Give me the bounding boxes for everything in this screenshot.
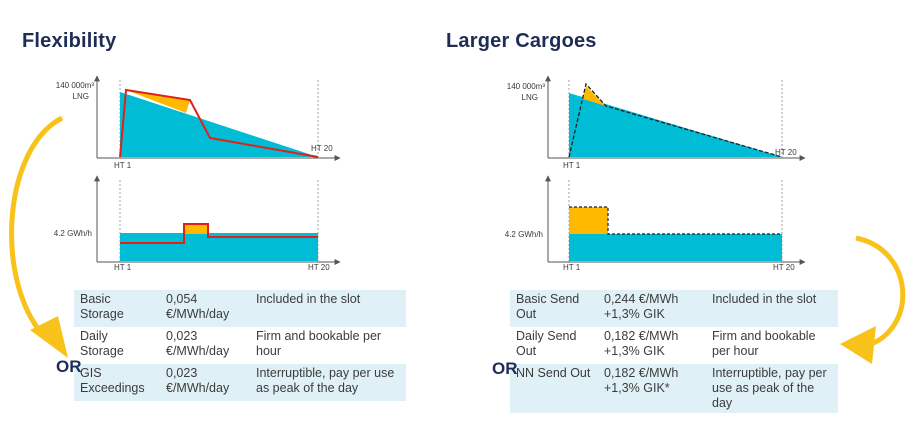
- note-cell: Interruptible, pay per use as peak of th…: [706, 364, 838, 413]
- x-start-label: HT 1: [114, 263, 132, 272]
- table-row: Basic Send Out 0,244 €/MWh +1,3% GIK Inc…: [510, 290, 838, 327]
- curved-arrow-left: [9, 115, 64, 342]
- volume-area: [120, 92, 318, 157]
- extra-volume-area: [583, 86, 606, 106]
- x-end-label: HT 20: [775, 148, 797, 157]
- x-end-label: HT 20: [311, 144, 333, 153]
- product-cell: GIS Exceedings: [74, 364, 160, 401]
- or-label-right: OR: [492, 359, 518, 378]
- curved-arrow-left-head: [30, 316, 68, 358]
- product-cell: Basic Send Out: [510, 290, 598, 327]
- tariff-table-larger-cargoes: Basic Send Out 0,244 €/MWh +1,3% GIK Inc…: [510, 290, 838, 413]
- product-cell: Basic Storage: [74, 290, 160, 327]
- larger-cargo-rate-line: [569, 206, 782, 235]
- x-end-label: HT 20: [773, 263, 795, 272]
- actual-volume-line: [119, 88, 319, 158]
- volume-unit: LNG: [73, 92, 89, 101]
- peak-rate-area: [569, 207, 608, 234]
- volume-area: [569, 93, 782, 157]
- note-cell: Firm and bookable per hour: [712, 329, 816, 358]
- note-cell: Interruptible, pay per use as peak of th…: [250, 364, 406, 401]
- table-row: Daily Send Out 0,182 €/MWh +1,3% GIK Fir…: [510, 327, 838, 364]
- volume-unit: LNG: [522, 93, 538, 102]
- curved-arrow-right-head: [840, 326, 876, 364]
- volume-label: 140 000m³: [56, 81, 95, 90]
- base-rate-area: [569, 234, 782, 261]
- actual-rate-line: [120, 223, 318, 244]
- note-cell: Firm and bookable per hour: [256, 329, 382, 358]
- x-start-label: HT 1: [114, 161, 132, 170]
- product-cell: Daily Send Out: [516, 329, 577, 358]
- panel-title-larger-cargoes: Larger Cargoes: [446, 30, 597, 52]
- price-cell: 0,054 €/MWh/day: [160, 290, 250, 327]
- x-start-label: HT 1: [563, 263, 581, 272]
- x-start-label: HT 1: [563, 161, 581, 170]
- panel-title-flexibility: Flexibility: [22, 30, 117, 52]
- table-row: Daily Storage 0,023 €/MWh/day Firm and b…: [74, 327, 406, 364]
- table-row: GIS Exceedings 0,023 €/MWh/day Interrupt…: [74, 364, 406, 401]
- note-cell: Included in the slot: [706, 290, 838, 327]
- price-cell: 0,023 €/MWh/day: [160, 364, 250, 401]
- volume-label: 140 000m³: [507, 82, 546, 91]
- product-cell: NN Send Out: [510, 364, 598, 413]
- peak-rate-area: [184, 224, 208, 234]
- volume-chart-larger-cargoes: 140 000m³ LNG HT 1 HT 20: [507, 75, 806, 170]
- price-cell: 0,182 €/MWh +1,3% GIK*: [598, 364, 706, 413]
- table-row: NN Send Out 0,182 €/MWh +1,3% GIK* Inter…: [510, 364, 838, 413]
- volume-chart-flexibility: 140 000m³ LNG HT 1 HT 20: [56, 75, 341, 170]
- rate-label: 4.2 GWh/h: [54, 229, 92, 238]
- rate-chart-larger-cargoes: 4.2 GWh/h HT 1 HT 20: [505, 175, 806, 272]
- product-cell: Daily Storage: [80, 329, 124, 358]
- rate-label: 4.2 GWh/h: [505, 230, 543, 239]
- extra-volume-area: [126, 90, 190, 113]
- or-label-left: OR: [56, 357, 82, 376]
- rate-chart-flexibility: 4.2 GWh/h HT 1 HT 20: [54, 175, 341, 272]
- larger-cargo-line: [568, 82, 783, 158]
- note-cell: Included in the slot: [250, 290, 406, 327]
- price-cell: 0,182 €/MWh +1,3% GIK: [604, 329, 679, 358]
- curved-arrow-right: [855, 235, 906, 349]
- x-end-label: HT 20: [308, 263, 330, 272]
- tariff-table-flexibility: Basic Storage 0,054 €/MWh/day Included i…: [74, 290, 406, 401]
- table-row: Basic Storage 0,054 €/MWh/day Included i…: [74, 290, 406, 327]
- price-cell: 0,023 €/MWh/day: [166, 329, 230, 358]
- price-cell: 0,244 €/MWh +1,3% GIK: [598, 290, 706, 327]
